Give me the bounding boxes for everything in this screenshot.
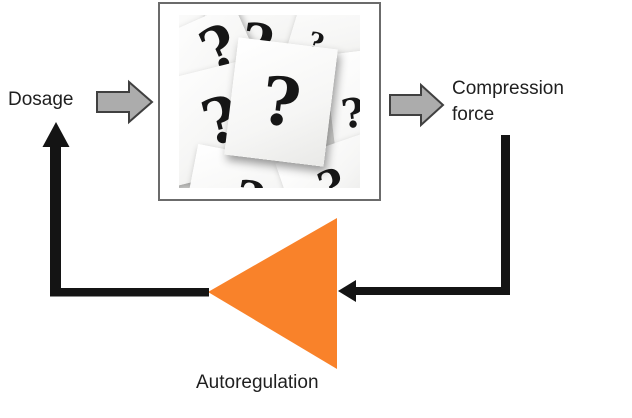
right-block-arrow-left-icon	[96, 79, 154, 125]
dosage-label: Dosage	[8, 89, 74, 110]
question-mark-icon: ?	[338, 88, 360, 138]
feedback-line-bottom-left	[50, 288, 209, 297]
question-mark-icon: ?	[230, 170, 268, 188]
compression-force-label: Compression force	[452, 78, 564, 125]
question-marks-photo: ? ? ? ? ? ? ? ?	[179, 15, 360, 188]
feedback-line-right-vertical	[501, 135, 510, 295]
left-arrowhead-icon	[338, 280, 356, 302]
question-image-frame: ? ? ? ? ? ? ? ?	[158, 2, 381, 201]
feedback-line-left-vertical	[50, 145, 61, 296]
paper-card-main-question: ?	[224, 37, 338, 167]
question-mark-icon: ?	[257, 60, 305, 144]
right-block-arrow-right-icon	[389, 82, 445, 128]
autoregulation-label: Autoregulation	[196, 372, 319, 393]
autoregulation-triangle-icon	[208, 218, 337, 369]
up-arrowhead-icon	[42, 122, 70, 147]
feedback-line-bottom-right	[355, 287, 510, 295]
